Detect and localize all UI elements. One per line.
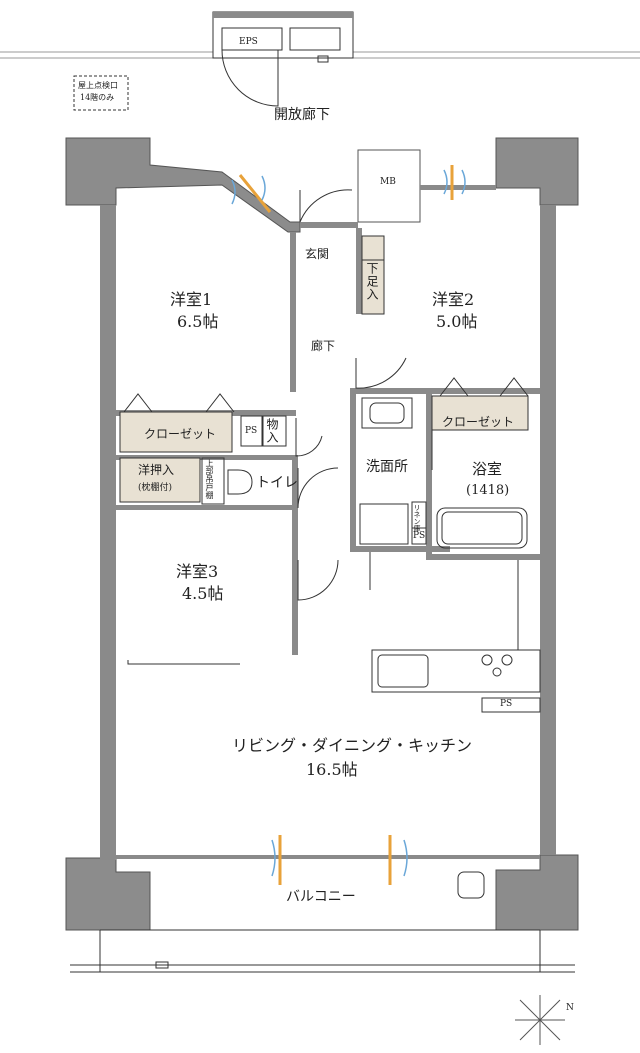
bath-size: (1418) [466,483,510,498]
entrance-label: 玄関 [305,247,330,261]
closet-left-label: クローゼット [144,427,217,441]
room2-size: 5.0帖 [436,312,478,331]
ps-label-3: PS [500,699,513,709]
ldk-size: 16.5帖 [306,760,358,779]
room3-size: 4.5帖 [182,584,224,603]
upper-cabinet-label: 上部吊戸棚 [205,459,214,499]
north-arrow-label: N [566,1003,574,1013]
ps-label-2: PS [413,531,426,541]
ldk-name: リビング・ダイニング・キッチン [232,736,473,755]
storage-label: 物入 [265,418,279,444]
room1-name: 洋室1 [170,290,213,309]
shoe-closet-label: 下足入 [365,262,379,301]
room1-size: 6.5帖 [177,312,219,331]
pillow-shelf-label: (枕棚付) [138,483,173,493]
closet-right-label: クローゼット [442,415,515,429]
room3-name: 洋室3 [176,562,219,581]
eps-label: EPS [239,37,258,47]
mb-label: MB [380,177,396,187]
ps-label-1: PS [245,426,258,436]
open-corridor-label: 開放廊下 [274,107,330,123]
toilet-label: トイレ [256,475,298,491]
roof-hatch-label-1: 屋上点検口 [78,81,118,90]
hallway-label: 廊下 [311,339,336,353]
room2-name: 洋室2 [432,290,475,309]
western-closet-label: 洋押入 [138,463,175,477]
linen-label: リネン庫 [413,504,421,532]
balcony-label: バルコニー [286,889,356,905]
bath-name: 浴室 [472,460,503,478]
roof-hatch-label-2: 14階のみ [80,93,115,102]
washroom-label: 洗面所 [366,459,408,475]
